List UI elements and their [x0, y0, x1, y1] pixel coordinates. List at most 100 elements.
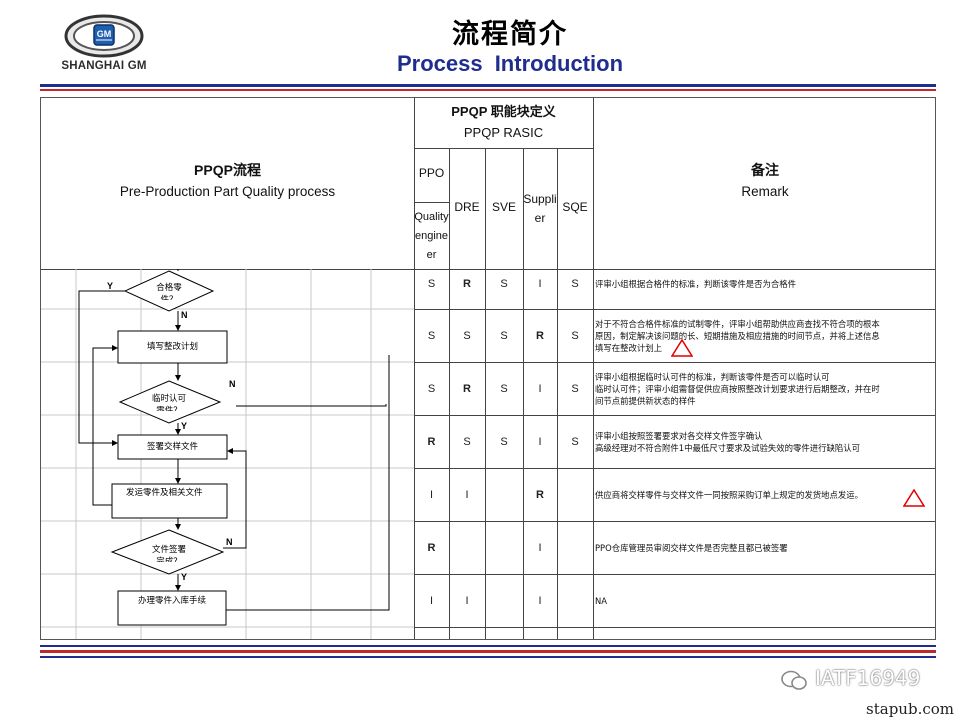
cell-remark: 供应商将交样零件与交样文件一同按照采购订单上规定的发货地点发运。	[595, 489, 935, 501]
warning-triangle-icon	[671, 339, 693, 357]
flow-no-label: N	[229, 379, 236, 389]
cell-supplier: I	[538, 542, 542, 554]
cell-dre: R	[463, 383, 471, 395]
cell-supplier: R	[536, 489, 544, 501]
flowchart-lines	[41, 269, 414, 639]
cell-ppo: S	[427, 278, 436, 290]
step-correction-plan-text: 填写整改计划	[146, 342, 198, 352]
cell-sqe: S	[571, 436, 579, 448]
col-ppo-sub: Quality engine er	[414, 208, 449, 265]
decision-docs-signed-line: 文件签署	[151, 545, 186, 555]
flow-no-label: N	[181, 310, 188, 320]
cell-remark: 评审小组按照签署要求对各交样文件签字确认 高级经理对不符合附件1中最低尺寸要求及…	[595, 430, 935, 454]
col-ppo-sub-2: engine	[414, 230, 449, 242]
col-ppo-sub-1: Quality	[414, 211, 449, 223]
decision-qualified-line: 件？	[160, 295, 178, 300]
col-sve: SVE	[491, 200, 516, 214]
flow-yes-label: Y	[181, 572, 188, 582]
rasic-header-en: PPQP RASIC	[463, 125, 544, 140]
remark-line: 间节点前提供新状态的样件	[595, 396, 696, 406]
cell-supplier: I	[538, 278, 542, 290]
cell-sqe: S	[571, 383, 579, 395]
step-correction-plan	[117, 330, 228, 364]
wechat-icon	[781, 670, 807, 690]
decision-docs-signed-text: 文件签署 完成？	[125, 544, 213, 562]
cell-dre: I	[465, 595, 469, 607]
remark-line: 高级经理对不符合附件1中最低尺寸要求及试验失效的零件进行缺陷认可	[595, 443, 860, 453]
shanghai-gm-logo: GM SHANGHAI GM	[46, 14, 162, 76]
cell-dre: I	[465, 489, 469, 501]
decision-docs-signed	[110, 529, 225, 575]
col-supplier-1: Suppli	[523, 192, 557, 206]
cell-ppo: I	[429, 489, 434, 501]
col-ppo: PPO	[418, 166, 445, 180]
cell-remark: PPO仓库管理员审阅交样文件是否完整且都已被签署	[595, 542, 935, 554]
decision-temp-approval-line: 临时认可	[151, 394, 186, 404]
site-text: stapub.com	[866, 700, 954, 718]
page-title-cn: 流程简介	[452, 19, 568, 50]
cell-sve: S	[500, 278, 508, 290]
cell-sqe: S	[571, 278, 579, 290]
header-rule-red	[40, 89, 936, 91]
cell-supplier: I	[538, 436, 542, 448]
step-warehouse-entry	[117, 590, 227, 626]
rasic-header-cn: PPQP 职能块定义	[451, 104, 556, 119]
cell-dre: R	[463, 278, 471, 290]
remark-line: 对于不符合合格件标准的试制零件，评审小组帮助供应商查找不符合项的根本	[595, 319, 880, 329]
rasic-header: PPQP 职能块定义 PPQP RASIC	[414, 101, 593, 143]
col-sqe: SQE	[562, 200, 588, 214]
cell-supplier: I	[538, 383, 542, 395]
cell-sve: S	[500, 436, 508, 448]
step-sign-docs-text: 签署交样文件	[146, 442, 198, 452]
remark-header-en: Remark	[741, 184, 789, 199]
decision-temp-approval-line: 零件？	[156, 406, 182, 411]
cell-supplier: R	[536, 330, 544, 342]
decision-qualified-text: 合格零 件？	[133, 282, 205, 300]
remark-line: 评审小组根据合格件的标准，判断该零件是否为合格件	[595, 279, 796, 289]
ppqp-flowchart: 合格零 件？ 填写整改计划 临时认可 零件？ 签署交样文件 发运零件及相关文件 …	[41, 269, 414, 639]
logo-badge-text: GM	[97, 29, 112, 39]
cell-ppo: R	[427, 436, 436, 448]
cell-sqe: S	[571, 330, 579, 342]
cell-ppo: R	[427, 542, 436, 554]
cell-remark: 评审小组根据临时认可件的标准，判断该零件是否可以临时认可 临时认可件；评审小组需…	[595, 371, 935, 407]
watermark-text: IATF16949	[815, 666, 921, 690]
process-header: PPQP流程 Pre-Production Part Quality proce…	[41, 160, 414, 202]
ppqp-table: PPQP流程 Pre-Production Part Quality proce…	[40, 97, 936, 640]
step-ship-parts	[111, 483, 228, 519]
remark-header-cn: 备注	[751, 162, 779, 178]
flow-yes-label: Y	[181, 421, 188, 431]
page-title-en: Process Introduction	[396, 51, 624, 76]
remark-header: 备注 Remark	[593, 160, 935, 202]
logo-text: SHANGHAI GM	[61, 60, 147, 72]
cell-sve: S	[500, 383, 508, 395]
remark-line: 临时认可件；评审小组需督促供应商按照整改计划要求进行后期整改，并在时	[595, 384, 880, 394]
cell-supplier: I	[538, 595, 542, 607]
cell-remark: 对于不符合合格件标准的试制零件，评审小组帮助供应商查找不符合项的根本 原因，制定…	[595, 318, 935, 354]
remark-line: 填写在整改计划上	[595, 343, 662, 353]
warning-triangle-icon	[903, 489, 925, 507]
col-supplier-2: er	[534, 211, 546, 225]
decision-qualified-line: 合格零	[156, 283, 182, 293]
remark-line: 供应商将交样零件与交样文件一同按照采购订单上规定的发货地点发运。	[595, 490, 863, 500]
process-header-en: Pre-Production Part Quality process	[119, 184, 336, 199]
decision-docs-signed-line: 完成？	[156, 557, 182, 562]
cell-remark: NA	[595, 595, 935, 607]
cell-remark: 评审小组根据合格件的标准，判断该零件是否为合格件	[595, 278, 935, 290]
col-dre: DRE	[454, 200, 480, 214]
col-ppo-sub-3: er	[426, 249, 437, 261]
remark-line: 评审小组按照签署要求对各交样文件签字确认	[595, 431, 763, 441]
cell-dre: S	[463, 436, 471, 448]
col-supplier: Suppli er	[523, 190, 557, 228]
step-sign-docs	[117, 434, 228, 460]
cell-ppo: S	[427, 383, 436, 395]
footer-rule-blue	[40, 645, 936, 647]
gm-emblem-icon: GM	[64, 14, 144, 58]
remark-line: PPO仓库管理员审阅交样文件是否完整且都已被签署	[595, 543, 788, 553]
step-ship-parts-text: 发运零件及相关文件	[126, 488, 203, 498]
flow-yes-label: Y	[107, 281, 114, 291]
flow-no-label: N	[226, 537, 233, 547]
process-header-cn: PPQP流程	[194, 162, 261, 178]
cell-sve: S	[500, 330, 508, 342]
header-rule-blue	[40, 84, 936, 87]
